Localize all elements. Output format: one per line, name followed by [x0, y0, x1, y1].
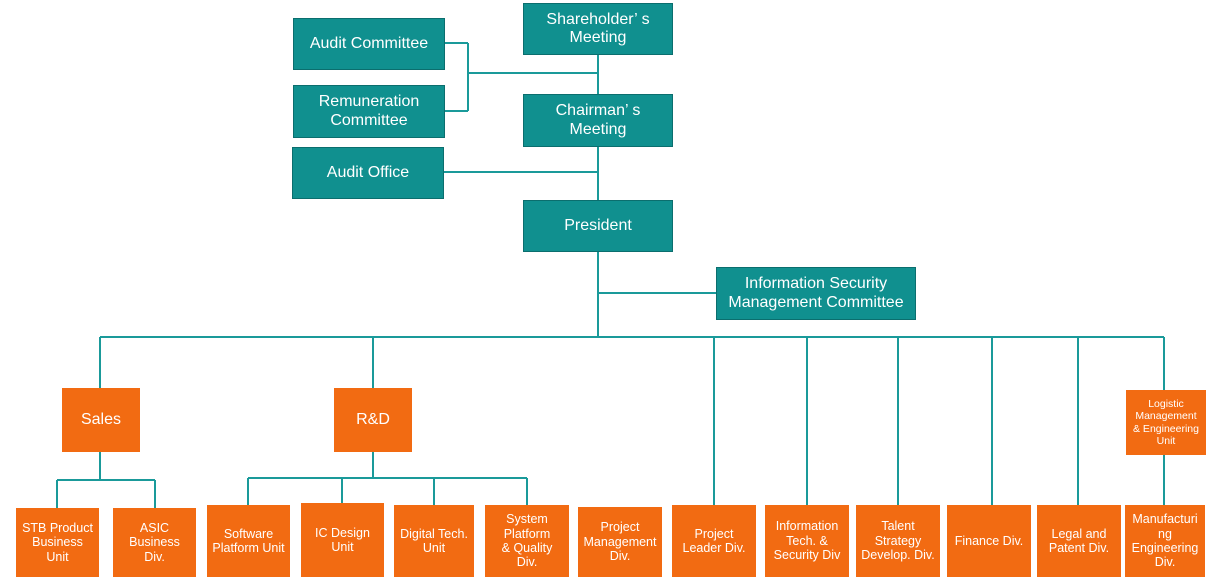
- asic-business-div-box: ASIC Business Div.: [113, 508, 196, 577]
- rnd-label: R&D: [356, 410, 390, 428]
- info-tech-security-div-label: Information Tech. & Security Div: [773, 519, 841, 563]
- info-security-committee-label: Information Security Management Committe…: [728, 275, 904, 311]
- audit-committee-box: Audit Committee: [293, 18, 445, 70]
- audit-office-label: Audit Office: [326, 163, 410, 181]
- sales-box: Sales: [62, 388, 140, 452]
- chairmans-meeting-box: Chairman’ s Meeting: [523, 94, 673, 147]
- software-platform-unit-box: Software Platform Unit: [207, 505, 290, 577]
- talent-strategy-div-label: Talent Strategy Develop. Div.: [861, 519, 935, 563]
- remuneration-committee-box: Remuneration Committee: [293, 85, 445, 138]
- president-box: President: [523, 200, 673, 252]
- audit-office-box: Audit Office: [292, 147, 444, 199]
- shareholders-meeting-box: Shareholder’ s Meeting: [523, 3, 673, 55]
- stb-product-unit-label: STB Product Business Unit: [22, 520, 93, 564]
- asic-business-div-label: ASIC Business Div.: [129, 520, 180, 564]
- remuneration-committee-label: Remuneration Committee: [318, 93, 420, 129]
- talent-strategy-div-box: Talent Strategy Develop. Div.: [856, 505, 940, 577]
- manufacturing-engineering-div-label: Manufacturi ng Engineering Div.: [1131, 512, 1199, 570]
- project-leader-div-label: Project Leader Div.: [682, 526, 746, 555]
- rnd-box: R&D: [334, 388, 412, 452]
- legal-patent-div-label: Legal and Patent Div.: [1048, 526, 1110, 555]
- digital-tech-unit-label: Digital Tech. Unit: [400, 526, 468, 555]
- stb-product-unit-box: STB Product Business Unit: [16, 508, 99, 577]
- digital-tech-unit-box: Digital Tech. Unit: [394, 505, 474, 577]
- system-platform-quality-div-box: System Platform & Quality Div.: [485, 505, 569, 577]
- logistic-unit-box: Logistic Management & Engineering Unit: [1126, 390, 1206, 455]
- shareholders-meeting-label: Shareholder’ s Meeting: [546, 10, 650, 46]
- logistic-unit-label: Logistic Management & Engineering Unit: [1133, 398, 1199, 447]
- info-security-committee-box: Information Security Management Committe…: [716, 267, 916, 320]
- project-management-div-box: Project Management Div.: [578, 507, 662, 577]
- finance-div-box: Finance Div.: [947, 505, 1031, 577]
- software-platform-unit-label: Software Platform Unit: [212, 526, 285, 555]
- finance-div-label: Finance Div.: [954, 533, 1024, 548]
- project-leader-div-box: Project Leader Div.: [672, 505, 756, 577]
- sales-label: Sales: [80, 410, 122, 428]
- president-label: President: [564, 216, 632, 234]
- project-management-div-label: Project Management Div.: [583, 520, 657, 564]
- ic-design-unit-label: IC Design Unit: [315, 525, 370, 554]
- system-platform-quality-div-label: System Platform & Quality Div.: [501, 512, 553, 570]
- audit-committee-label: Audit Committee: [309, 34, 429, 52]
- info-tech-security-div-box: Information Tech. & Security Div: [765, 505, 849, 577]
- manufacturing-engineering-div-box: Manufacturi ng Engineering Div.: [1125, 505, 1205, 577]
- ic-design-unit-box: IC Design Unit: [301, 503, 384, 577]
- chairmans-meeting-label: Chairman’ s Meeting: [555, 102, 641, 138]
- legal-patent-div-box: Legal and Patent Div.: [1037, 505, 1121, 577]
